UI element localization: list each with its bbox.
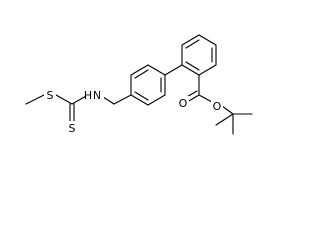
bond-biaryl (164, 64, 183, 76)
molecule-drawing: S S H N O O (25, 34, 253, 135)
atom-nitrogen: H N (84, 88, 104, 102)
atom-label-h: H (84, 89, 92, 102)
structure-canvas: S S H N O O (25, 34, 253, 135)
atom-label-s2: S (69, 122, 76, 135)
atom-label-o2: O (213, 100, 222, 113)
atom-s-thioether: S (44, 88, 56, 102)
atom-s-thione: S (66, 121, 78, 135)
bond-c-n (71, 94, 89, 105)
bond-tbu-methyl-left (215, 113, 234, 126)
bond-c-o-single (198, 94, 213, 103)
benzene-ring-right (181, 34, 217, 76)
bond-methyl-s (25, 94, 45, 105)
bond-o-tbu (221, 105, 234, 115)
atom-label-n: N (93, 89, 101, 102)
atom-o-carbonyl: O (177, 96, 189, 110)
atom-label-s1: S (47, 89, 54, 102)
bond-s-thiocarbonyl (55, 94, 73, 105)
atom-o-ester: O (211, 99, 223, 113)
bond-ch2-aryl (113, 94, 132, 105)
atom-label-o1: O (179, 97, 188, 110)
benzene-ring-middle (130, 64, 166, 106)
